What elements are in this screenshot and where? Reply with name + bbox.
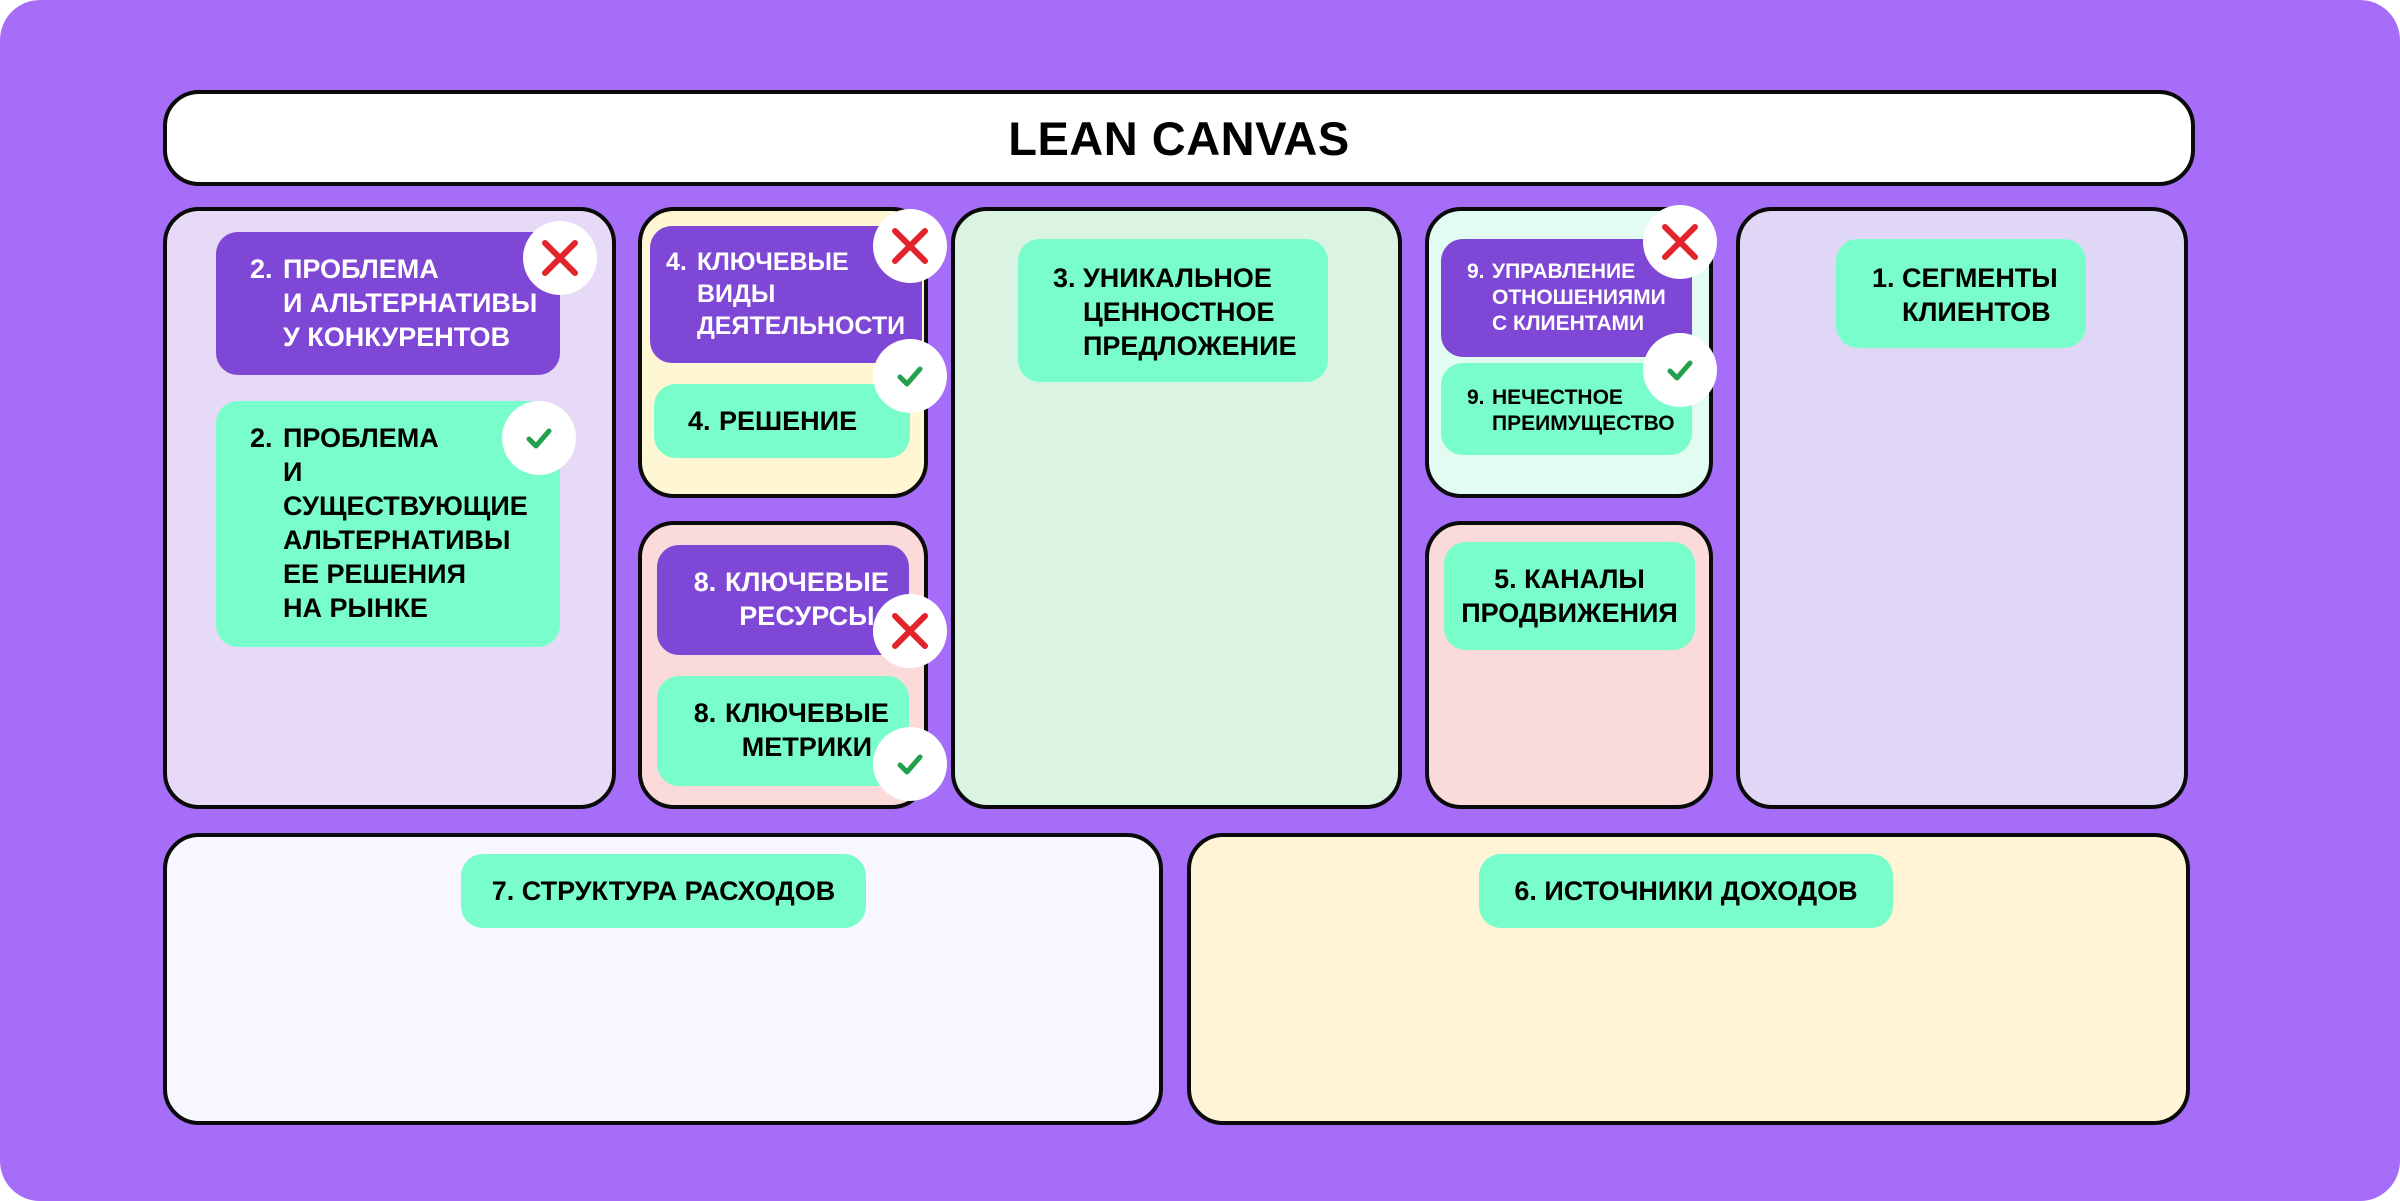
cross-icon [1662,224,1698,260]
card-problem-incorrect: 2. ПРОБЛЕМА И АЛЬТЕРНАТИВЫ У КОНКУРЕНТОВ [216,232,560,375]
cross-icon [892,613,928,649]
card-metrics-incorrect: 8. КЛЮЧЕВЫЕ РЕСУРСЫ [657,545,909,655]
title-bar: LEAN CANVAS [163,90,2195,186]
card-label: ПРОБЛЕМА И СУЩЕСТВУЮЩИЕ АЛЬТЕРНАТИВЫ ЕЕ … [283,423,528,623]
card-label: СЕГМЕНТЫ КЛИЕНТОВ [1902,263,2058,327]
card-metrics-correct: 8. КЛЮЧЕВЫЕ МЕТРИКИ [657,676,909,786]
badge-advantage-incorrect [1643,205,1717,279]
cross-icon [892,228,928,264]
check-icon [1667,360,1693,381]
card-number: 8. [693,567,717,597]
card-channels: 5. КАНАЛЫ ПРОДВИЖЕНИЯ [1444,542,1695,650]
card-number: 8. [693,698,717,728]
card-label: 6. ИСТОЧНИКИ ДОХОДОВ [1514,876,1858,906]
badge-problem-incorrect [523,221,597,295]
card-revenue: 6. ИСТОЧНИКИ ДОХОДОВ [1479,854,1893,928]
card-advantage-correct: 9. НЕЧЕСТНОЕ ПРЕИМУЩЕСТВО [1441,363,1692,455]
card-costs: 7. СТРУКТУРА РАСХОДОВ [461,854,866,928]
card-label: ПРОБЛЕМА И АЛЬТЕРНАТИВЫ У КОНКУРЕНТОВ [283,254,538,352]
badge-metrics-correct [873,727,947,801]
card-uvp: 3. УНИКАЛЬНОЕ ЦЕННОСТНОЕ ПРЕДЛОЖЕНИЕ [1018,239,1328,382]
card-number: 4. [666,248,687,276]
card-label: 7. СТРУКТУРА РАСХОДОВ [491,876,836,906]
check-icon [897,366,923,387]
cross-icon [542,240,578,276]
badge-advantage-correct [1643,333,1717,407]
card-number: 3. [1053,263,1076,293]
card-number: 4. [688,406,711,436]
card-number: 2. [250,254,273,284]
card-label: УНИКАЛЬНОЕ ЦЕННОСТНОЕ ПРЕДЛОЖЕНИЕ [1083,263,1297,361]
check-icon [526,428,552,449]
card-label: РЕШЕНИЕ [719,406,858,436]
page-title: LEAN CANVAS [1008,111,1350,165]
card-number: 1. [1872,263,1895,293]
card-label: КЛЮЧЕВЫЕ ВИДЫ ДЕЯТЕЛЬНОСТИ [697,248,906,340]
card-label: УПРАВЛЕНИЕ ОТНОШЕНИЯМИ С КЛИЕНТАМИ [1492,260,1666,335]
badge-metrics-incorrect [873,594,947,668]
check-icon [897,754,923,775]
badge-solution-incorrect [873,209,947,283]
badge-problem-correct [502,401,576,475]
card-problem-correct: 2. ПРОБЛЕМА И СУЩЕСТВУЮЩИЕ АЛЬТЕРНАТИВЫ … [216,401,560,647]
badge-solution-correct [873,339,947,413]
card-label: НЕЧЕСТНОЕ ПРЕИМУЩЕСТВО [1492,386,1675,435]
card-segments: 1. СЕГМЕНТЫ КЛИЕНТОВ [1836,239,2086,348]
card-label: 5. КАНАЛЫ ПРОДВИЖЕНИЯ [1461,564,1678,628]
card-label: КЛЮЧЕВЫЕ МЕТРИКИ [725,698,889,762]
card-number: 9. [1467,260,1485,283]
card-number: 2. [250,423,273,453]
card-solution-correct: 4. РЕШЕНИЕ [654,384,910,458]
card-number: 9. [1467,386,1485,409]
card-label: КЛЮЧЕВЫЕ РЕСУРСЫ [725,567,889,631]
